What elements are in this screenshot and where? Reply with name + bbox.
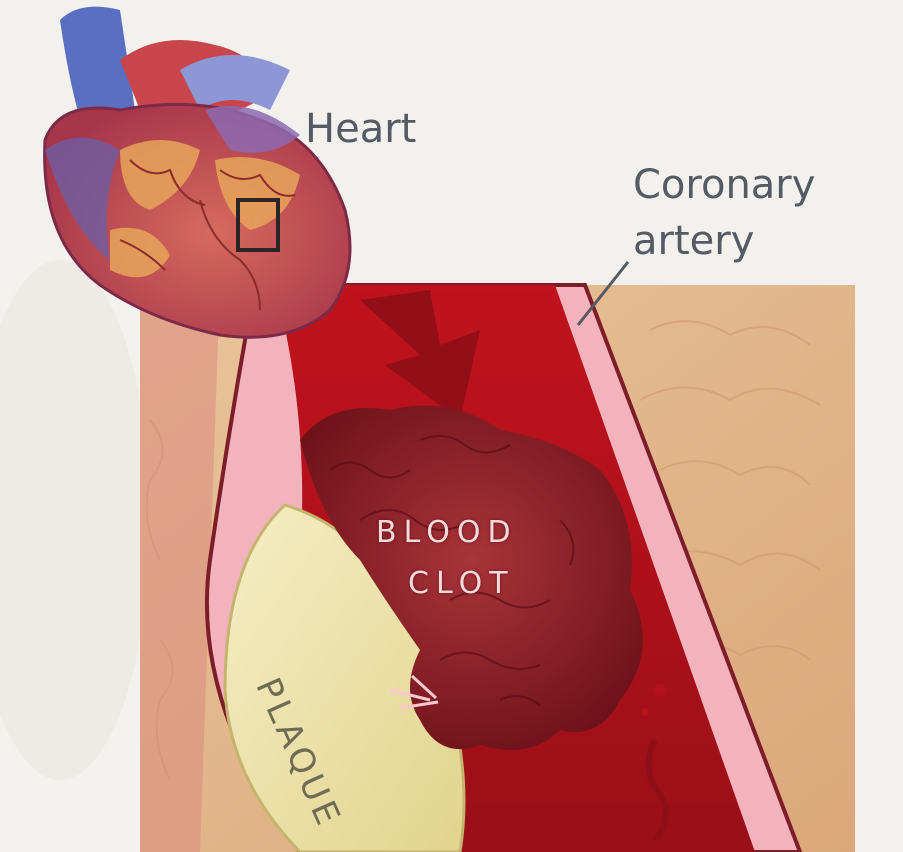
- coronary-artery-label-line1: Coronary: [633, 162, 815, 208]
- heart-label: Heart: [305, 106, 416, 152]
- blood-clot-label-line1: BLOOD: [376, 515, 518, 551]
- coronary-artery-label-line2: artery: [633, 218, 754, 264]
- blood-clot-label-line2: CLOT: [408, 566, 515, 602]
